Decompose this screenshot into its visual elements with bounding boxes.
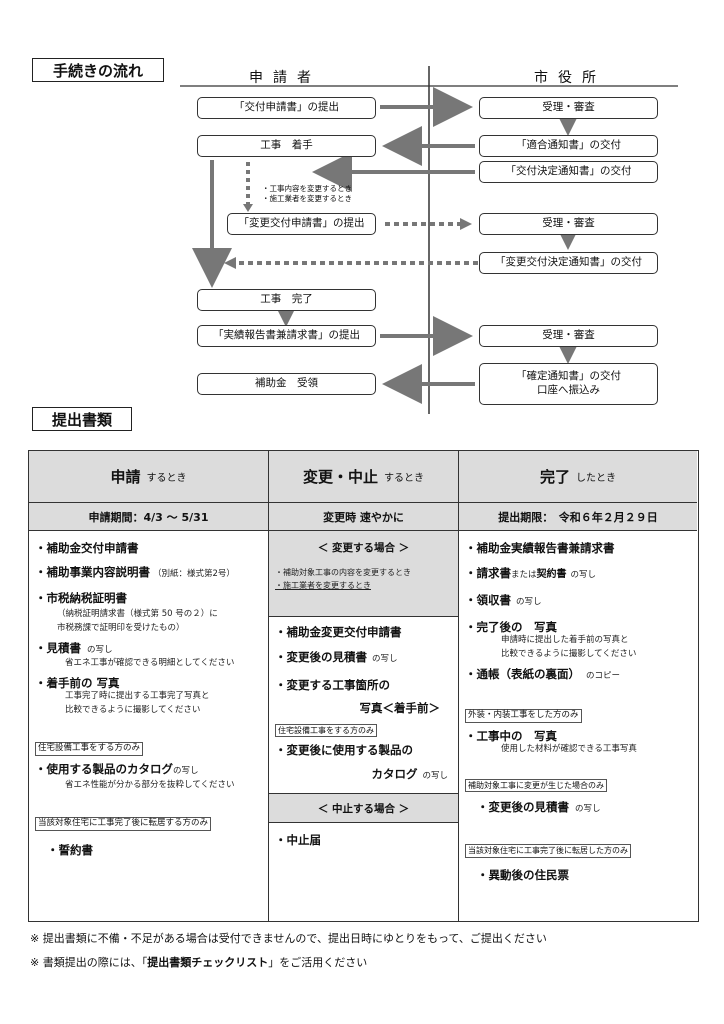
submit-report-box: 「実績報告書兼請求書」の提出 (197, 325, 376, 347)
change-item-4: ・変更後に使用する製品の (275, 742, 413, 757)
change-period: 変更時 速やかに (269, 503, 458, 531)
complete-item-8: ・異動後の住民票 (477, 867, 569, 882)
note-incomplete-documents: ※ 提出書類に不備・不足がある場合は受付できませんので、提出日時にゆとりをもって… (30, 932, 547, 945)
apply-item-2: ・補助事業内容説明書（別紙：様式第2号） (35, 565, 235, 580)
construction-start-box: 工事 着手 (197, 135, 376, 157)
complete-header: 完了したとき (459, 451, 697, 503)
complete-item-4: ・完了後の 写真 (465, 619, 557, 634)
tag-change-occurred: 補助対象工事に変更が生じた場合のみ (465, 778, 607, 792)
apply-column: 申請するとき 申請期間：4/3 ～ 5/31 ・補助金交付申請書 ・補助事業内容… (29, 451, 269, 921)
cancel-case-block: ＜ 中止する場合 ＞ (269, 793, 458, 823)
apply-item-4: ・見積書の写し (35, 640, 113, 655)
change-column: 変更・中止するとき 変更時 速やかに ＜ 変更する場合 ＞ ・補助対象工事の内容… (269, 451, 459, 921)
applicant-header: 申請者 (249, 70, 321, 86)
apply-item-5: ・着手前の 写真 (35, 675, 120, 690)
change-case-block: ＜ 変更する場合 ＞ ・補助対象工事の内容を変更するとき ・施工業者を変更すると… (269, 531, 458, 617)
submit-application-box: 「交付申請書」の提出 (197, 97, 376, 119)
apply-item-7: ・誓約書 (47, 843, 93, 858)
complete-item-3: ・領収書の写し (465, 592, 542, 607)
city-office-header: 市役所 (534, 70, 606, 86)
change-decision-notice-box: 「変更交付決定通知書」の交付 (479, 252, 658, 274)
review-box-2: 受理・審査 (479, 213, 658, 235)
tag-exterior-interior: 外装・内装工事をした方のみ (465, 708, 582, 723)
complete-period: 提出期限： 令和６年２月２９日 (459, 503, 697, 531)
change-conditions: ・工事内容を変更するとき ・施工業者を変更するとき (262, 184, 352, 204)
complete-item-7: ・変更後の見積書の写し (477, 799, 601, 814)
tag-housing-equipment: 住宅設備工事をする方のみ (35, 742, 144, 757)
compliance-notice-box: 「適合通知書」の交付 (479, 135, 658, 157)
change-item-5: ・中止届 (275, 833, 321, 847)
confirm-notice-box: 「確定通知書」の交付 口座へ振込み (479, 363, 658, 405)
apply-header: 申請するとき (29, 451, 268, 503)
docs-section-title: 提出書類 (32, 407, 132, 431)
change-item-2: ・変更後の見積書の写し (275, 650, 398, 665)
decision-notice-box: 「交付決定通知書」の交付 (479, 161, 658, 183)
submit-change-box: 「変更交付申請書」の提出 (227, 213, 376, 235)
review-box-1: 受理・審査 (479, 97, 658, 119)
subsidy-receive-box: 補助金 受領 (197, 373, 376, 395)
tag-relocated: 当該対象住宅に工事完了後に転居した方のみ (465, 844, 631, 858)
change-item-1: ・補助金変更交付申請書 (275, 625, 402, 639)
apply-item-3: ・市税納税証明書 (35, 590, 127, 605)
tag-housing-equipment-2: 住宅設備工事をする方のみ (275, 723, 377, 737)
complete-item-2: ・請求書または契約書の写し (465, 566, 597, 581)
documents-table: 申請するとき 申請期間：4/3 ～ 5/31 ・補助金交付申請書 ・補助事業内容… (28, 450, 699, 922)
apply-period: 申請期間：4/3 ～ 5/31 (29, 503, 268, 531)
complete-item-1: ・補助金実績報告書兼請求書 (465, 541, 615, 555)
apply-item-1: ・補助金交付申請書 (35, 541, 139, 555)
flow-diagram-lines (180, 66, 678, 414)
change-item-3: ・変更する工事箇所の (275, 677, 390, 692)
note-checklist: ※ 書類提出の際には、「提出書類チェックリスト」をご活用ください (30, 956, 368, 969)
complete-item-6: ・工事中の 写真 (465, 728, 557, 743)
complete-column: 完了したとき 提出期限： 令和６年２月２９日 ・補助金実績報告書兼請求書 ・請求… (459, 451, 697, 921)
complete-item-5: ・通帳（表紙の裏面）のコピー (465, 667, 621, 682)
tag-relocate: 当該対象住宅に工事完了後に転居する方のみ (35, 817, 212, 832)
flow-section-title: 手続きの流れ (32, 58, 164, 82)
change-header: 変更・中止するとき (269, 451, 458, 503)
apply-item-6: ・使用する製品のカタログの写し (35, 762, 199, 777)
construction-done-box: 工事 完了 (197, 289, 376, 311)
review-box-3: 受理・審査 (479, 325, 658, 347)
